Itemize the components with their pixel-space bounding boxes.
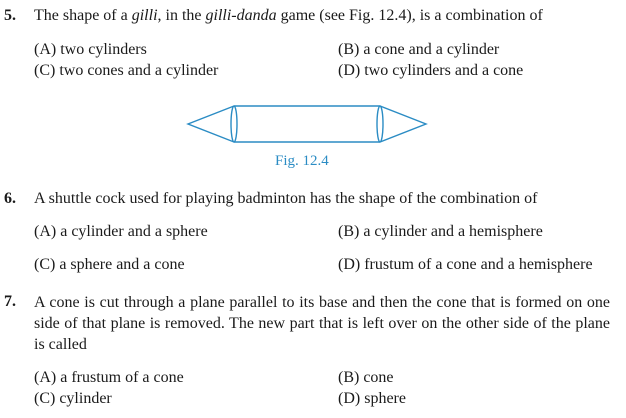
question-5-number: 5. <box>4 7 16 24</box>
question-7-option-c: (C) cylinder <box>34 390 112 407</box>
question-6-option-b: (B) a cylinder and a hemisphere <box>338 223 543 240</box>
right-base-ellipse <box>376 105 384 143</box>
question-6-text: A shuttle cock used for playing badminto… <box>34 190 538 207</box>
question-6-number: 6. <box>4 190 16 207</box>
question-5-option-a: (A) two cylinders <box>34 41 147 58</box>
question-5-option-b: (B) a cone and a cylinder <box>338 41 500 58</box>
question-5-text: The shape of a gilli, in the gilli-danda… <box>34 7 543 24</box>
left-cone-outline <box>186 105 235 143</box>
question-7-option-a: (A) a frustum of a cone <box>34 369 184 386</box>
question-6-option-c: (C) a sphere and a cone <box>34 256 185 273</box>
figure-caption: Fig. 12.4 <box>275 153 329 169</box>
question-7-option-b: (B) cone <box>338 369 394 386</box>
question-7-number: 7. <box>4 293 16 310</box>
question-5-option-c: (C) two cones and a cylinder <box>34 62 219 79</box>
question-7-option-d: (D) sphere <box>338 390 406 407</box>
question-7-text: A cone is cut through a plane parallel t… <box>34 294 610 353</box>
gilli-figure <box>186 105 428 143</box>
question-5-option-d: (D) two cylinders and a cone <box>338 62 524 79</box>
question-6-option-a: (A) a cylinder and a sphere <box>34 223 208 240</box>
question-6-option-d: (D) frustum of a cone and a hemisphere <box>338 256 593 273</box>
left-base-ellipse <box>230 105 238 143</box>
right-cone-outline <box>379 105 428 143</box>
